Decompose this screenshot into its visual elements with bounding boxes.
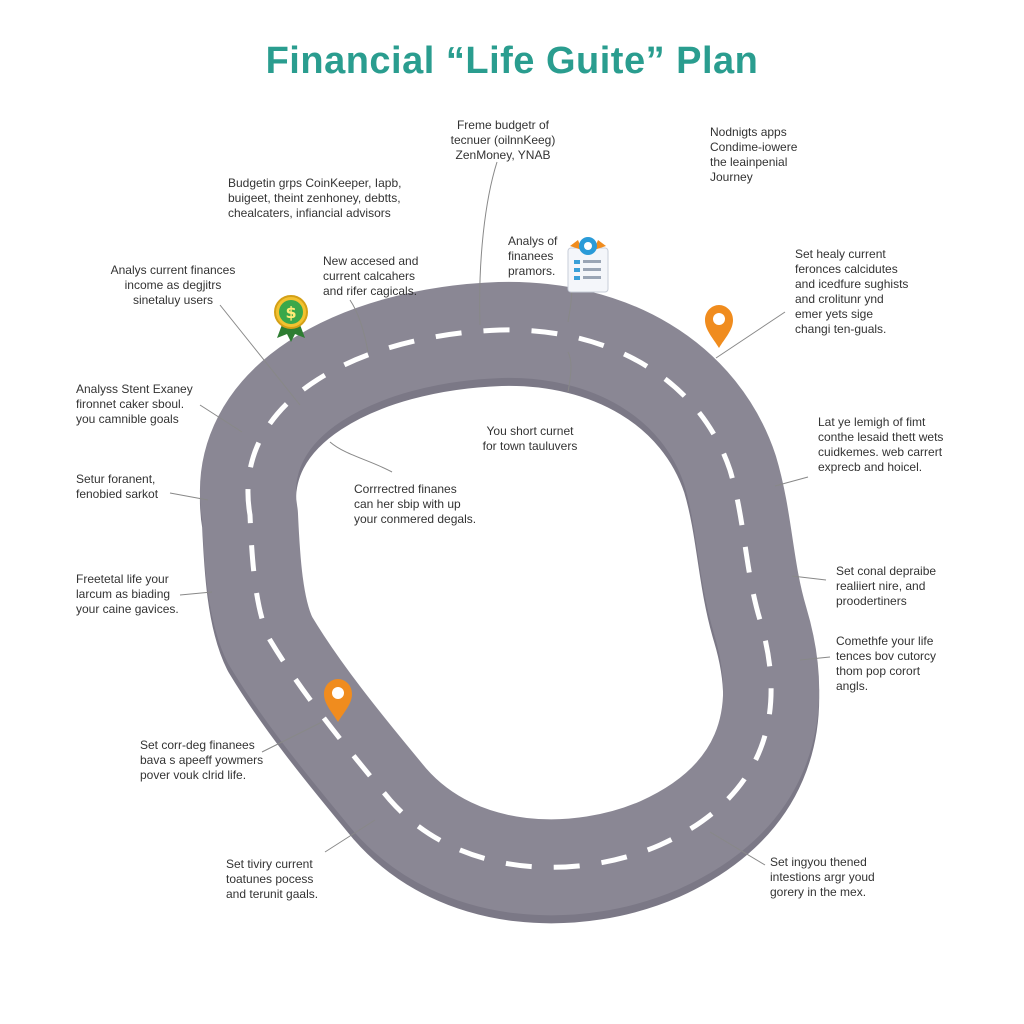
label-set-corr: Set corr-deg finanees bava s apeeff yowm… xyxy=(140,738,264,782)
leader-line xyxy=(715,311,786,359)
label-top-right: Nodnigts apps Condime-iowere the leainpe… xyxy=(710,125,798,184)
leader-line xyxy=(261,721,323,753)
label-set-conal: Set conal depraibe realiiert nire, and p… xyxy=(836,564,937,608)
label-corrected: Corrrectred finanes can her sbip with up… xyxy=(354,482,477,526)
svg-text:$: $ xyxy=(285,303,296,322)
label-analyss-stent: Analyss Stent Exaney fironnet caker sbou… xyxy=(76,382,193,426)
leader-line xyxy=(709,831,766,866)
label-comethfe: Comethfe your life tences bov cutorcy th… xyxy=(836,634,937,693)
label-analys-docs: Analys of finanees pramors. xyxy=(508,234,558,278)
map-pin-icon xyxy=(324,679,352,722)
label-you-short: You short curnet for town tauluvers xyxy=(482,424,578,453)
road-lane-markings xyxy=(245,327,774,870)
leader-line xyxy=(479,161,498,326)
leader-line xyxy=(349,299,369,353)
label-freetetal: Freetetal life your larcum as biading yo… xyxy=(76,572,179,616)
label-setur: Setur foranent, fenobied sarkot xyxy=(76,472,159,501)
dollar-badge-icon: $ xyxy=(274,295,308,342)
leader-line xyxy=(179,591,213,596)
document-icon xyxy=(567,237,609,293)
label-set-healy: Set healy current feronces calcidutes an… xyxy=(795,247,909,336)
leader-line xyxy=(199,404,243,433)
leader-line xyxy=(799,656,831,661)
label-top-center: Freme budgetr of tecnuer (oilnnKeeg) Zen… xyxy=(450,118,556,162)
label-set-tiviry: Set tiviry current toatunes pocess and t… xyxy=(226,857,319,901)
leader-line xyxy=(567,351,572,393)
leader-line xyxy=(324,819,376,853)
leader-line xyxy=(219,304,301,406)
page-title: Financial “Life Guite” Plan xyxy=(265,40,759,82)
leader-line xyxy=(774,476,809,487)
label-analys-current: Analys current finances income as degjit… xyxy=(110,263,236,307)
leader-lines xyxy=(169,161,831,866)
leader-line xyxy=(329,441,393,473)
label-new-accessed: New accesed and current calcahers and ri… xyxy=(323,254,419,298)
label-set-ingy: Set ingyou thened intestions argr youd g… xyxy=(770,855,875,899)
leader-line xyxy=(791,575,827,581)
label-lat-ye: Lat ye lemigh of fimt conthe lesaid thet… xyxy=(818,415,944,474)
road-surface xyxy=(200,281,820,916)
leader-line xyxy=(169,492,209,501)
label-budget-apps: Budgetin grps CoinKeeper, Iapb, buigeet,… xyxy=(228,176,402,220)
map-pin-icon xyxy=(705,305,733,348)
